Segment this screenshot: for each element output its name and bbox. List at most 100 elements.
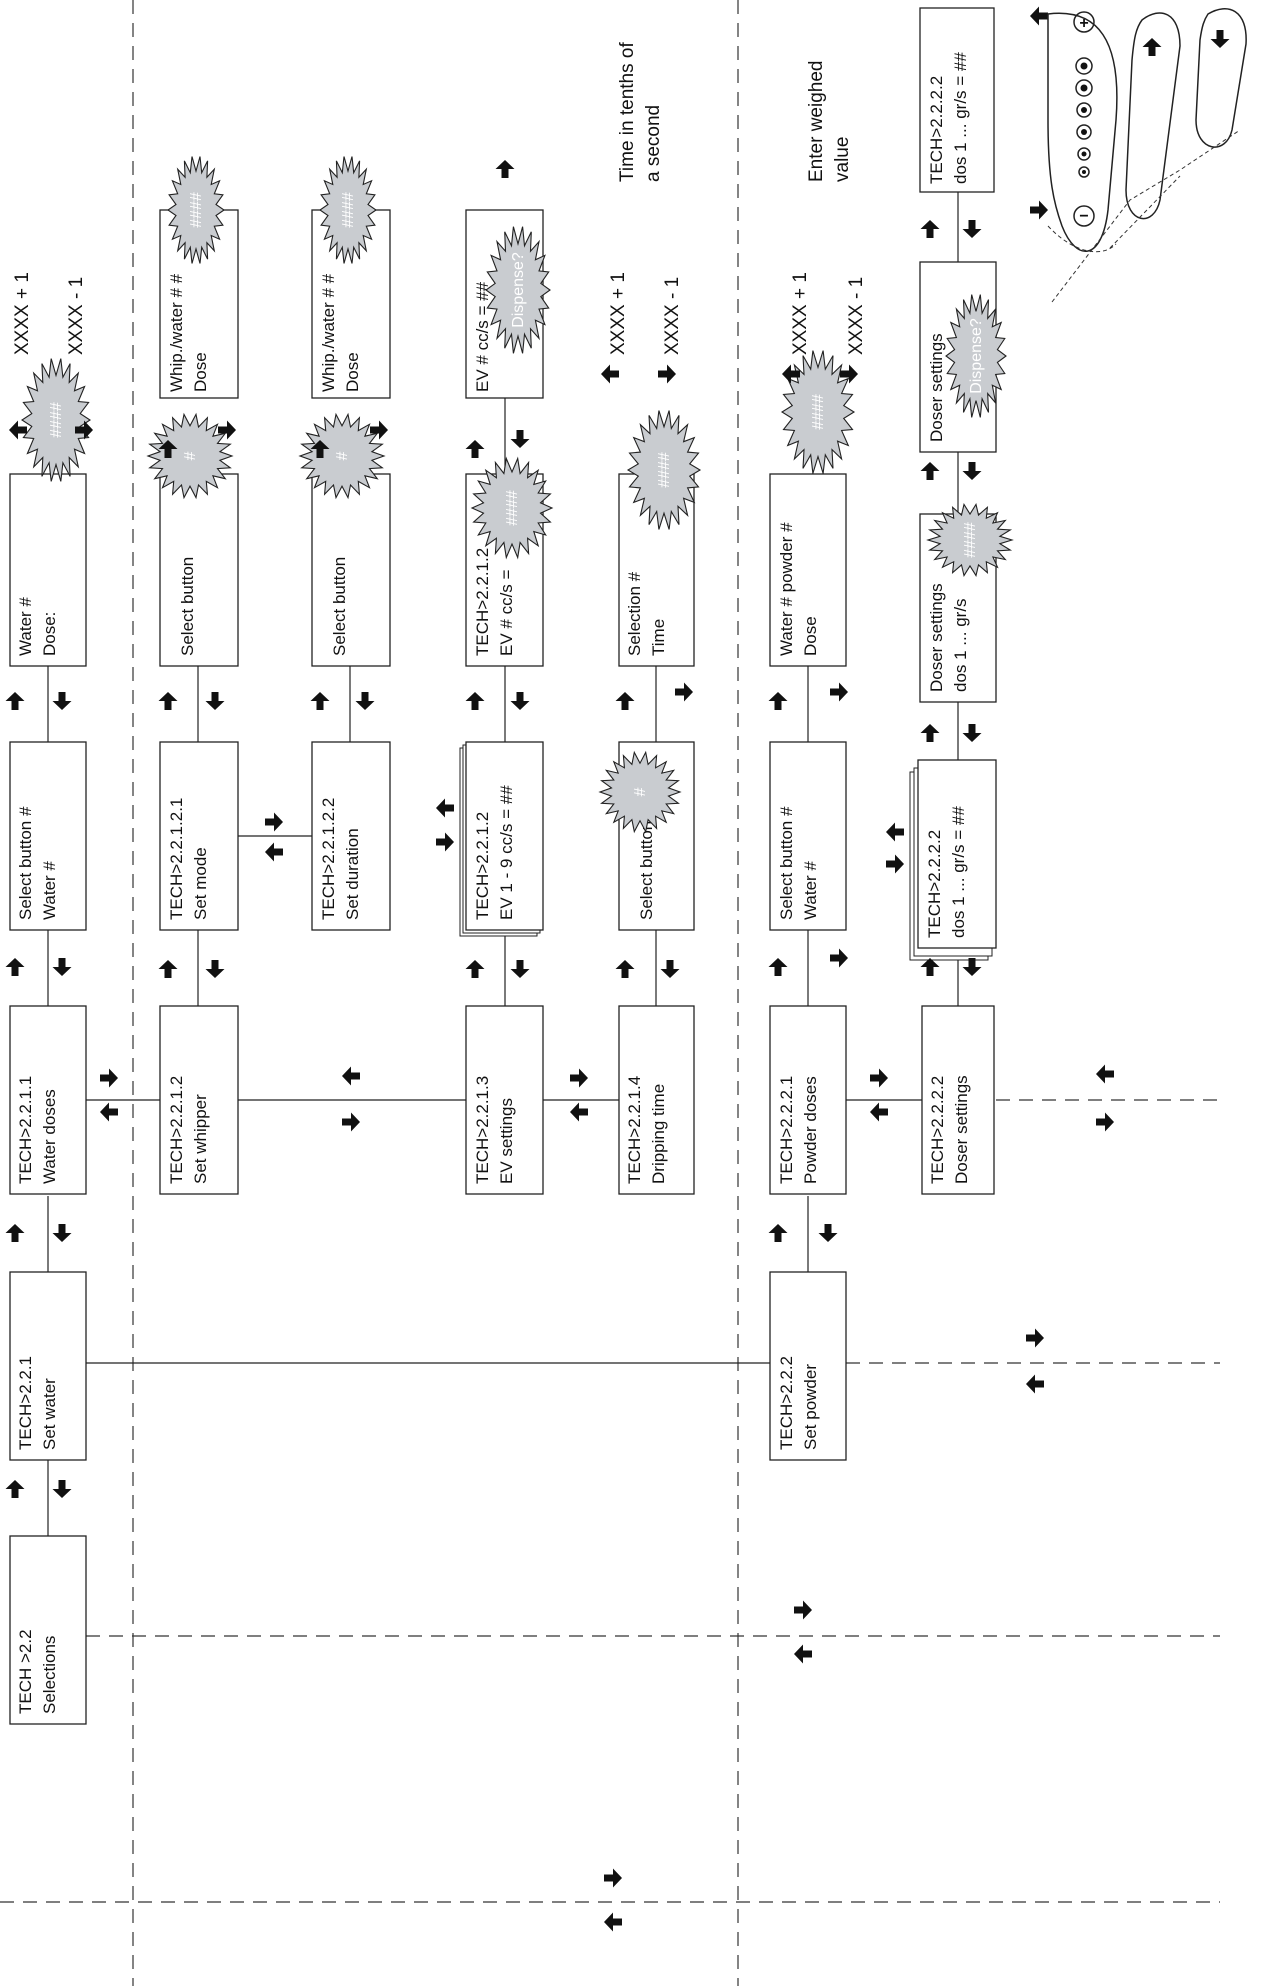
svg-text:EV # cc/s = ##: EV # cc/s = ##: [473, 281, 492, 392]
arrow-up-icon: [465, 692, 485, 710]
starburst-icon: [20, 358, 92, 482]
starburst-icon: [485, 226, 551, 354]
starburst-label: #: [182, 451, 199, 460]
starburst-label: #: [632, 787, 649, 796]
arrow-down-icon: [52, 958, 72, 976]
box-select-mode[interactable]: Select button: [159, 473, 239, 667]
note-powder-minus: XXXX - 1: [846, 277, 867, 355]
arrow-up-icon: [465, 440, 485, 458]
arrow-right-icon: [870, 1068, 888, 1088]
svg-text:Select button: Select button: [178, 557, 197, 656]
notes: XXXX + 1 XXXX - 1 XXXX + 1 XXXX - 1 XXXX…: [12, 42, 867, 355]
arrow-up-icon: [768, 958, 788, 976]
box-powder-dose[interactable]: Water # powder #Dose: [769, 473, 847, 667]
arrow-left-icon: [601, 364, 619, 384]
arrow-down-icon: [52, 1224, 72, 1242]
arrow-right-icon: [100, 1068, 118, 1088]
arrow-right-icon: [265, 812, 283, 832]
arrow-left-icon: [1026, 1374, 1044, 1394]
svg-text:TECH>2.2.1.2EV 1 - 9 cc/s = #: TECH>2.2.1.2EV 1 - 9 cc/s = ##: [473, 785, 516, 920]
starburst-label: ####: [810, 394, 827, 430]
starburst-icon: [146, 412, 234, 500]
plus-key: [1073, 11, 1095, 33]
arrow-right-icon: [1026, 1328, 1044, 1348]
starburst-icon: [926, 502, 1014, 578]
starburst-icon: [598, 750, 682, 834]
arrow-left-icon: [604, 1912, 622, 1932]
arrow-down-icon: [510, 960, 530, 978]
note-drip-minus: XXXX - 1: [662, 277, 683, 355]
note-water-minus: XXXX - 1: [66, 277, 87, 355]
arrow-up-icon: [920, 462, 940, 480]
arrow-up-icon: [920, 958, 940, 976]
starburst-label: ####: [656, 452, 673, 488]
arrow-down-icon: [355, 692, 375, 710]
arrow-right-icon: [675, 682, 693, 702]
note-drip-hint-1: Time in tenths of: [617, 42, 638, 182]
minus-key: [1073, 205, 1095, 227]
arrow-down-icon: [205, 960, 225, 978]
svg-text:Select button: Select button: [637, 821, 656, 920]
arrow-up-icon: [158, 692, 178, 710]
arrow-down-icon: [1210, 30, 1230, 48]
arrow-right-icon: [570, 1068, 588, 1088]
arrow-left-icon: [570, 1102, 588, 1122]
arrow-right-icon: [886, 854, 904, 874]
arrow-up-icon: [768, 1224, 788, 1242]
arrow-right-icon: [830, 948, 848, 968]
arrow-right-icon: [436, 832, 454, 852]
arrow-down-icon: [510, 430, 530, 448]
starburst-label: ####: [48, 402, 65, 438]
svg-text:−: −: [1079, 208, 1088, 225]
box-select-water[interactable]: Select button #Water #: [9, 741, 87, 931]
starburst-icon: [945, 294, 1007, 418]
arrow-up-icon: [5, 1224, 25, 1242]
arrow-up-icon: [5, 1480, 25, 1498]
arrow-right-icon: [342, 1112, 360, 1132]
arrow-right-icon: [604, 1868, 622, 1888]
arrow-up-icon: [5, 958, 25, 976]
svg-text:Water #Dose:: Water #Dose:: [16, 597, 59, 656]
connectors: [47, 192, 959, 1536]
svg-text:TECH>2.2.1.2EV # cc/s =: TECH>2.2.1.2EV # cc/s =: [473, 548, 516, 656]
svg-text:Select button #Water #: Select button #Water #: [777, 806, 820, 920]
box-select-duration[interactable]: Select button: [311, 473, 391, 667]
arrow-right-icon: [1030, 200, 1048, 220]
starburst-icon: [470, 456, 554, 560]
arrow-right-icon: [794, 1600, 812, 1620]
box-water-dose[interactable]: Water #Dose:: [9, 473, 87, 667]
starburst-icon: [298, 412, 386, 500]
starbursts: ##################Dispense?#########Disp…: [20, 156, 1014, 834]
note-powder-hint-1: Enter weighed: [806, 61, 827, 182]
arrow-left-icon: [436, 798, 454, 818]
note-water-plus: XXXX + 1: [12, 272, 33, 355]
arrow-up-icon: [495, 160, 515, 178]
arrow-down-icon: [660, 960, 680, 978]
starburst-label: #: [334, 451, 351, 460]
box-select-powder[interactable]: Select button #Water #: [769, 741, 847, 931]
arrow-left-icon: [1030, 6, 1048, 26]
